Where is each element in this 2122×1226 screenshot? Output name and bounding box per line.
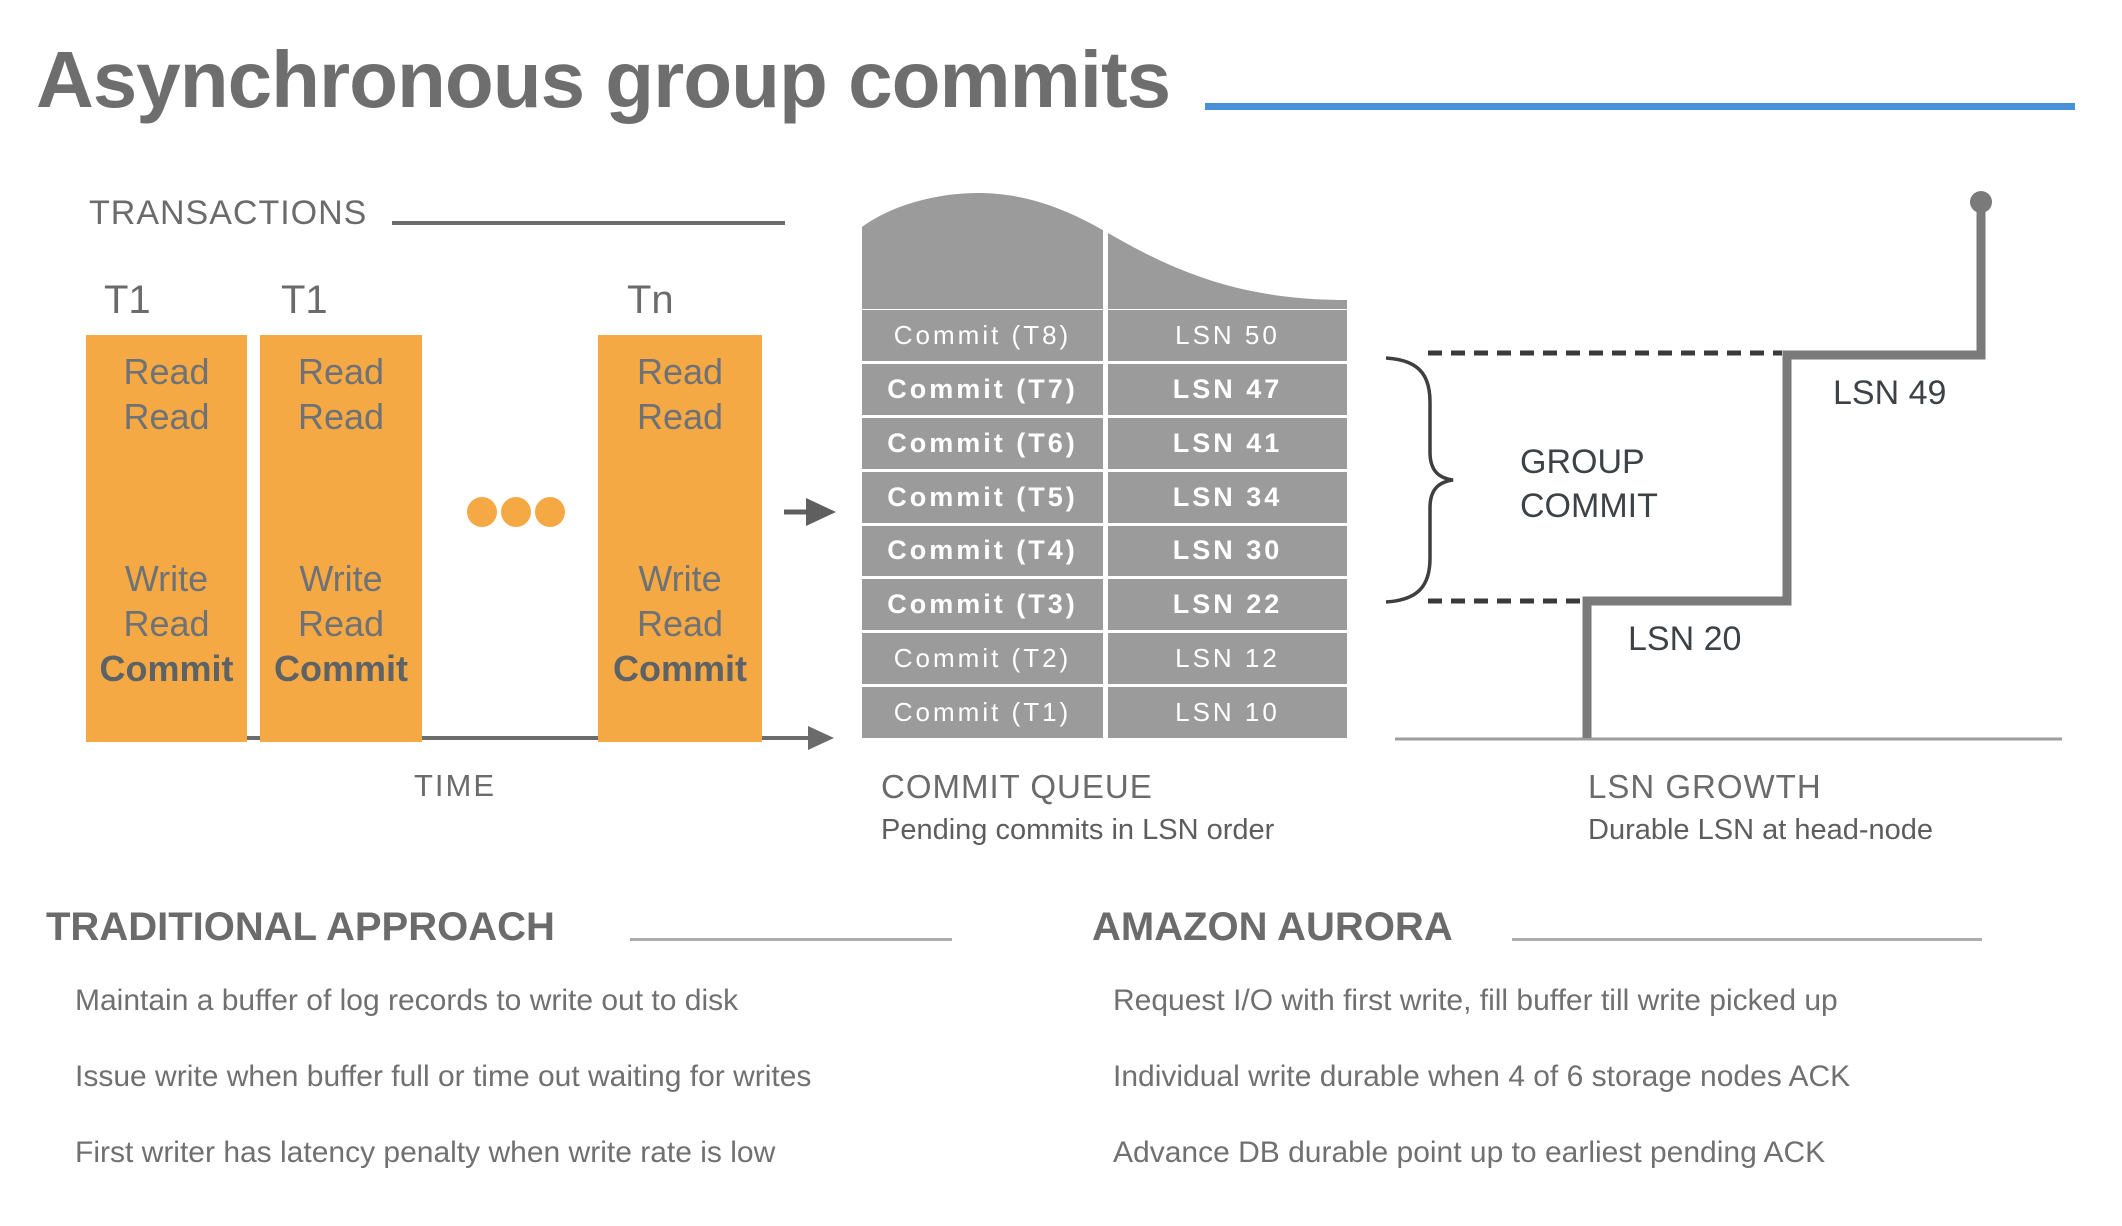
transaction-op-label: Read bbox=[297, 395, 385, 437]
transaction-op-label: Read bbox=[636, 602, 724, 644]
transaction-box-gap bbox=[86, 439, 247, 556]
commit-cell: Commit (T6) bbox=[862, 417, 1103, 469]
commit-cell: Commit (T4) bbox=[862, 525, 1103, 577]
commit-cell: Commit (T7) bbox=[862, 363, 1103, 415]
transaction-op-label: Read bbox=[123, 350, 210, 392]
transaction-op-label: Read bbox=[636, 395, 724, 437]
commit-cell: Commit (T3) bbox=[862, 579, 1103, 631]
transaction-op-label: Read bbox=[297, 602, 385, 644]
transaction-op-label: Write bbox=[638, 557, 722, 599]
ellipsis-dot-icon bbox=[535, 497, 565, 527]
commit-cell: Commit (T2) bbox=[862, 633, 1103, 685]
lsn-cell: LSN 12 bbox=[1108, 633, 1347, 685]
transaction-op-label: Write bbox=[299, 557, 383, 599]
ellipsis-dot-icon bbox=[501, 497, 531, 527]
lsn-cell: LSN 34 bbox=[1108, 471, 1347, 523]
time-axis-arrowhead-icon bbox=[808, 726, 834, 750]
page-title: Asynchronous group commits bbox=[36, 35, 1171, 124]
lsn-cell: LSN 30 bbox=[1108, 525, 1347, 577]
amazon-aurora-underline bbox=[1512, 938, 1982, 941]
ellipsis-dot-icon bbox=[467, 497, 497, 527]
commit-queue-row: Commit (T4)LSN 30 bbox=[862, 525, 1347, 577]
amazon-aurora-heading: AMAZON AURORA bbox=[1092, 905, 1453, 949]
traditional-bullet: Maintain a buffer of log records to writ… bbox=[75, 984, 739, 1017]
lsn-growth-step-line bbox=[1582, 206, 1986, 738]
traditional-approach-underline bbox=[630, 938, 952, 941]
lsn-cell: LSN 41 bbox=[1108, 417, 1347, 469]
aurora-bullet: Advance DB durable point up to earliest … bbox=[1113, 1136, 1826, 1169]
transaction-op-label: Read bbox=[123, 602, 210, 644]
aurora-bullet: Individual write durable when 4 of 6 sto… bbox=[1113, 1060, 1851, 1093]
commit-cell: Commit (T8) bbox=[862, 310, 1103, 361]
transaction-box-gap bbox=[598, 439, 762, 556]
commit-queue-row: Commit (T7)LSN 47 bbox=[862, 363, 1347, 415]
lsn-20-label: LSN 20 bbox=[1628, 620, 1742, 658]
commit-queue-heading: COMMIT QUEUE bbox=[881, 768, 1153, 805]
traditional-bullet: Issue write when buffer full or time out… bbox=[75, 1060, 812, 1093]
lsn-cell: LSN 50 bbox=[1108, 310, 1347, 361]
transaction-commit-label: Commit bbox=[99, 647, 234, 689]
commit-cell: Commit (T5) bbox=[862, 471, 1103, 523]
commit-queue-row: Commit (T5)LSN 34 bbox=[862, 471, 1347, 523]
lsn-cell: LSN 22 bbox=[1108, 579, 1347, 631]
transactions-heading: TRANSACTIONS bbox=[89, 194, 368, 232]
transaction-label: T1 bbox=[281, 278, 328, 322]
lsn-growth-endpoint-dot bbox=[1970, 191, 1992, 213]
transaction-op-label: Write bbox=[124, 557, 209, 599]
lsn-growth-heading: LSN GROWTH bbox=[1588, 768, 1822, 805]
group-commit-label: GROUP COMMIT bbox=[1520, 443, 1658, 525]
traditional-approach-heading: TRADITIONAL APPROACH bbox=[46, 905, 555, 949]
lsn-cell: LSN 10 bbox=[1108, 687, 1347, 738]
group-commit-brace-icon bbox=[1385, 356, 1454, 604]
transaction-box-gap bbox=[260, 439, 422, 556]
commit-queue-row: Commit (T6)LSN 41 bbox=[862, 417, 1347, 469]
lsn-cell: LSN 47 bbox=[1108, 363, 1347, 415]
title-underline bbox=[1205, 103, 2075, 110]
flow-arrow-icon bbox=[806, 498, 836, 526]
lsn-49-label: LSN 49 bbox=[1833, 374, 1947, 412]
transaction-op-label: Read bbox=[297, 350, 385, 392]
lsn-growth-subtitle: Durable LSN at head-node bbox=[1588, 814, 1934, 846]
transaction-commit-label: Commit bbox=[274, 647, 408, 689]
transaction-label: T1 bbox=[104, 278, 151, 322]
transaction-commit-label: Commit bbox=[613, 647, 747, 689]
transaction-op-label: Read bbox=[636, 350, 724, 392]
commit-queue-row: Commit (T3)LSN 22 bbox=[862, 579, 1347, 631]
traditional-bullet: First writer has latency penalty when wr… bbox=[75, 1136, 776, 1169]
commit-cell: Commit (T1) bbox=[862, 687, 1103, 738]
transaction-op-label: Read bbox=[123, 395, 210, 437]
transaction-label: Tn bbox=[627, 278, 674, 322]
transactions-underline bbox=[392, 221, 785, 225]
time-axis-label: TIME bbox=[413, 768, 497, 803]
commit-queue-row: Commit (T1)LSN 10 bbox=[862, 687, 1347, 738]
aurora-bullet: Request I/O with first write, fill buffe… bbox=[1113, 984, 1838, 1017]
commit-queue-row: Commit (T2)LSN 12 bbox=[862, 633, 1347, 685]
commit-queue-row: Commit (T8)LSN 50 bbox=[862, 310, 1347, 361]
commit-queue-subtitle: Pending commits in LSN order bbox=[881, 814, 1275, 846]
